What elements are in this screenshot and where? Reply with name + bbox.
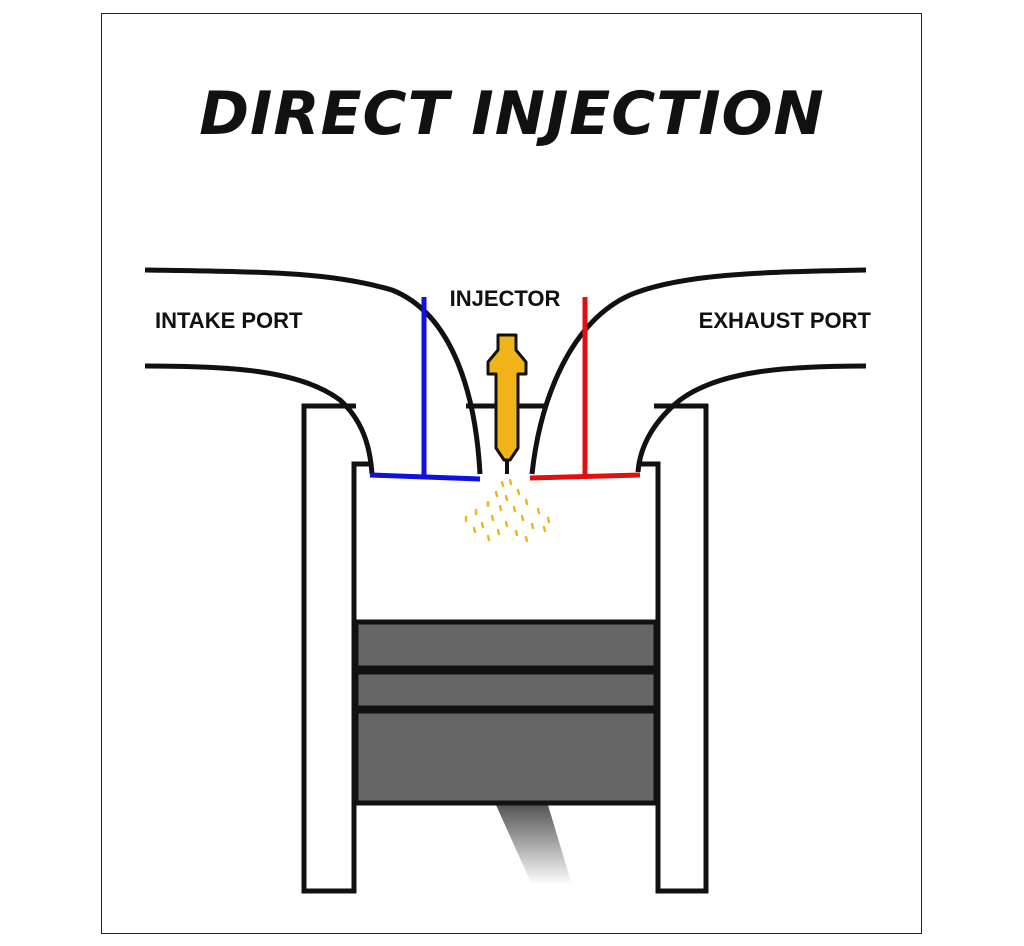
- cylinder-wall-right: [638, 403, 709, 894]
- connecting-rod: [496, 805, 572, 885]
- fuel-spray: [464, 478, 551, 543]
- intake-port-label: INTAKE PORT: [155, 308, 303, 333]
- injector-label: INJECTOR: [450, 286, 561, 311]
- piston: [353, 619, 659, 806]
- intake-valve: [369, 297, 481, 482]
- exhaust-valve: [529, 297, 641, 481]
- intake-port-upper-wall: [144, 267, 483, 475]
- exhaust-port-lower-wall: [635, 363, 867, 473]
- exhaust-port-label: EXHAUST PORT: [699, 308, 872, 333]
- diagram-title: DIRECT INJECTION: [199, 79, 825, 149]
- intake-port-lower-wall: [144, 363, 375, 475]
- injector-icon: [486, 333, 528, 474]
- cylinder-wall-left: [301, 403, 370, 894]
- exhaust-port-upper-wall: [529, 267, 867, 475]
